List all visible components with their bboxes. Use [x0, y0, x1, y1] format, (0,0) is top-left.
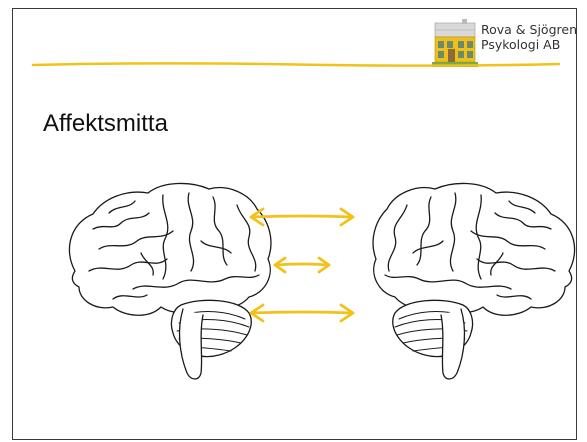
right-brain-illustration	[372, 182, 576, 380]
left-brain-illustration	[68, 182, 272, 380]
double-arrow-middle	[273, 256, 331, 274]
slide-title: Affektsmitta	[43, 110, 168, 137]
logo-line-2: Psykologi AB	[481, 37, 561, 52]
company-logo: Rova & Sjögren Psykologi AB	[417, 9, 576, 79]
brain-graphic	[68, 182, 576, 380]
slide: Rova & Sjögren Psykologi AB Affektsmitta	[12, 8, 577, 440]
house-logo-icon	[432, 19, 478, 67]
logo-text: Rova & Sjögren Psykologi AB	[481, 22, 577, 52]
header-underline	[31, 62, 561, 67]
double-arrow-top	[249, 207, 355, 227]
double-arrow-bottom	[249, 303, 355, 323]
logo-line-1: Rova & Sjögren	[481, 22, 577, 37]
